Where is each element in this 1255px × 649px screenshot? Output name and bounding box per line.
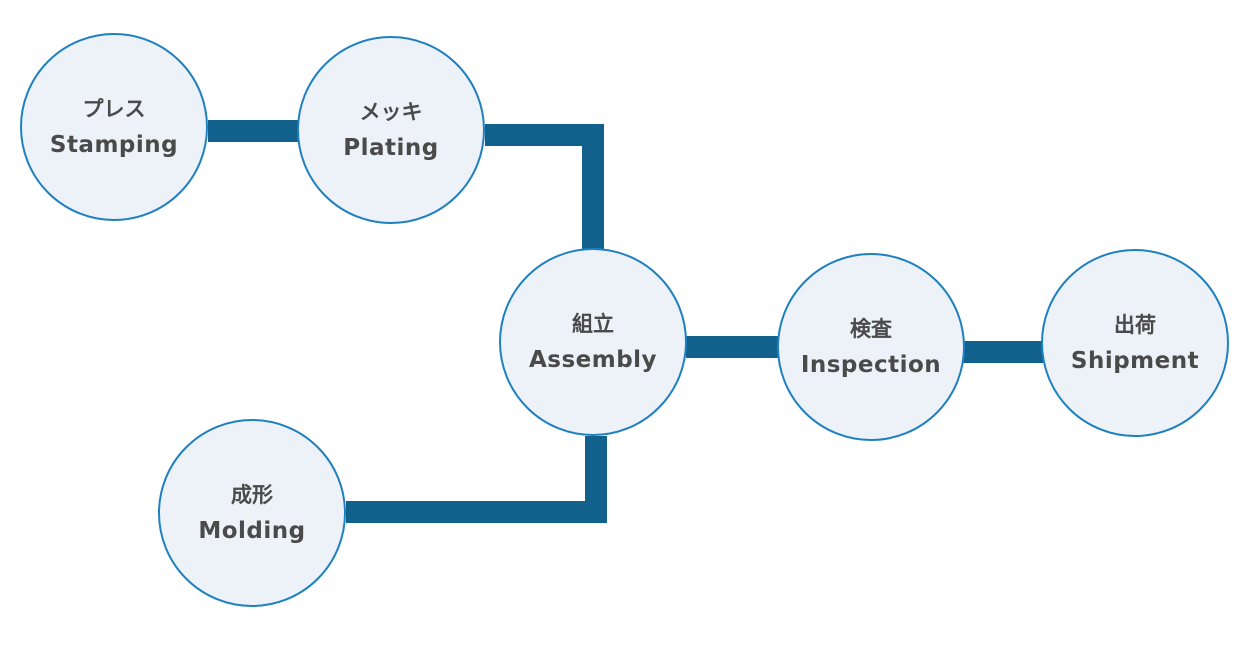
- node-assembly: 組立 Assembly: [499, 248, 687, 436]
- node-stamping-en-label: Stamping: [49, 132, 179, 158]
- node-shipment-en-label: Shipment: [1070, 348, 1200, 374]
- node-molding-jp-label: 成形: [231, 483, 273, 507]
- node-plating-en-label: Plating: [343, 135, 439, 161]
- node-stamping: プレス Stamping: [20, 33, 208, 221]
- node-inspection-jp-label: 検査: [850, 317, 892, 341]
- node-inspection: 検査 Inspection: [777, 253, 965, 441]
- connector-plating-assembly: [485, 124, 604, 250]
- node-inspection-en-label: Inspection: [800, 352, 942, 378]
- node-assembly-jp-label: 組立: [572, 312, 614, 336]
- node-plating-jp-label: メッキ: [359, 100, 423, 124]
- node-stamping-jp-label: プレス: [82, 97, 146, 121]
- node-molding: 成形 Molding: [158, 419, 346, 607]
- connector-molding-assembly: [346, 436, 607, 523]
- node-shipment: 出荷 Shipment: [1041, 249, 1229, 437]
- node-plating: メッキ Plating: [297, 36, 485, 224]
- node-assembly-en-label: Assembly: [528, 347, 658, 373]
- node-molding-en-label: Molding: [198, 518, 306, 544]
- node-shipment-jp-label: 出荷: [1114, 313, 1156, 337]
